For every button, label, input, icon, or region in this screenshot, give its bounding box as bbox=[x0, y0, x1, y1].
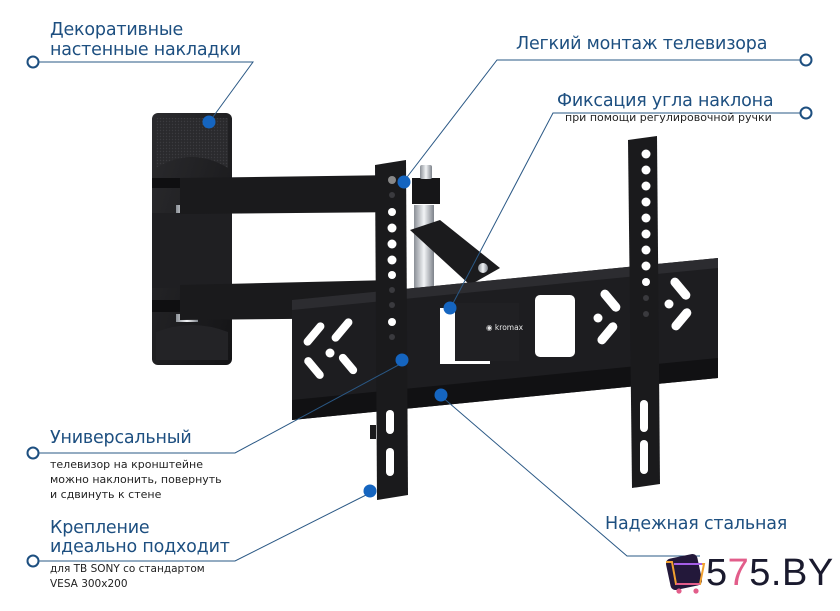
callout-vesa-title-1: Крепление bbox=[50, 518, 150, 538]
callout-vesa-title-2: идеально подходит bbox=[50, 537, 230, 557]
dot-icon bbox=[397, 175, 411, 189]
watermark-domain: 5.BY bbox=[749, 552, 834, 594]
callout-universal-desc-2: можно наклонить, повернуть bbox=[50, 473, 222, 486]
dot-icon bbox=[202, 115, 216, 129]
callout-universal-title: Универсальный bbox=[50, 428, 192, 448]
callout-steel-title: Надежная стальная bbox=[605, 514, 788, 534]
dot-icon bbox=[395, 353, 409, 367]
dot-icon bbox=[443, 301, 457, 315]
wall-plate bbox=[152, 113, 232, 365]
watermark-logo: 575.BY bbox=[662, 548, 837, 604]
ring-icon bbox=[26, 55, 40, 69]
ring-icon bbox=[799, 106, 813, 120]
watermark-digit-2: 7 bbox=[727, 552, 750, 594]
brand-mark: ◉ kromax bbox=[486, 323, 524, 332]
ring-icon bbox=[26, 446, 40, 460]
ring-icon bbox=[26, 554, 40, 568]
callout-vesa-desc-2: VESA 300x200 bbox=[50, 578, 128, 590]
callout-tilt-subtitle: при помощи регулировочной ручки bbox=[565, 111, 772, 124]
endpoint-rings bbox=[26, 53, 813, 568]
leader-lines bbox=[38, 59, 801, 562]
callout-vesa-desc-1: для ТВ SONY со стандартом bbox=[50, 563, 205, 575]
dot-icon bbox=[363, 484, 377, 498]
dot-icon bbox=[434, 388, 448, 402]
callout-decorative-title-2: настенные накладки bbox=[50, 40, 241, 60]
callout-decorative-title-1: Декоративные bbox=[50, 20, 184, 40]
right-vertical-rail bbox=[628, 136, 660, 488]
callout-universal-desc-3: и сдвинуть к стене bbox=[50, 488, 162, 501]
callout-easy-mount-title: Легкий монтаж телевизора bbox=[516, 34, 768, 54]
left-vertical-rail bbox=[370, 160, 408, 500]
ring-icon bbox=[799, 53, 813, 67]
callout-universal-desc-1: телевизор на кронштейне bbox=[50, 458, 203, 471]
shopping-cart-icon bbox=[665, 553, 706, 594]
callout-tilt-title: Фиксация угла наклона bbox=[557, 91, 774, 111]
watermark-digit-1: 5 bbox=[706, 552, 728, 594]
watermark-text: 575.BY bbox=[706, 554, 834, 592]
target-dots bbox=[202, 115, 457, 498]
upper-arm bbox=[180, 175, 405, 214]
